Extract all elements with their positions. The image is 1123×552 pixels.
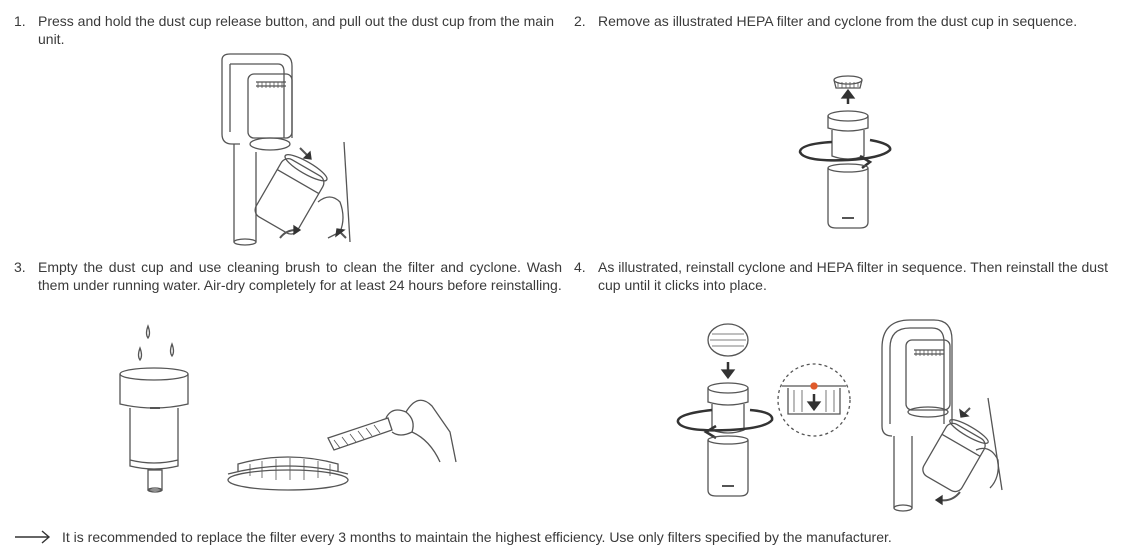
illustration-remove-dust-cup: [200, 52, 370, 248]
step-number: 2.: [574, 13, 586, 29]
step-number: 1.: [14, 13, 26, 29]
step-text: Empty the dust cup and use cleaning brus…: [38, 259, 562, 293]
step-text: As illustrated, reinstall cyclone and HE…: [598, 259, 1108, 293]
step-text: Remove as illustrated HEPA filter and cy…: [598, 13, 1078, 29]
note-text: It is recommended to replace the filter …: [62, 529, 892, 545]
arrow-right-icon: [15, 530, 51, 544]
illustration-reinstall-filter: [670, 314, 1030, 514]
illustration-clean-filter: [100, 322, 460, 502]
step-number: 3.: [14, 259, 26, 275]
step-number: 4.: [574, 259, 586, 275]
illustration-remove-filter: [790, 72, 900, 232]
step-text: Press and hold the dust cup release butt…: [38, 13, 554, 47]
